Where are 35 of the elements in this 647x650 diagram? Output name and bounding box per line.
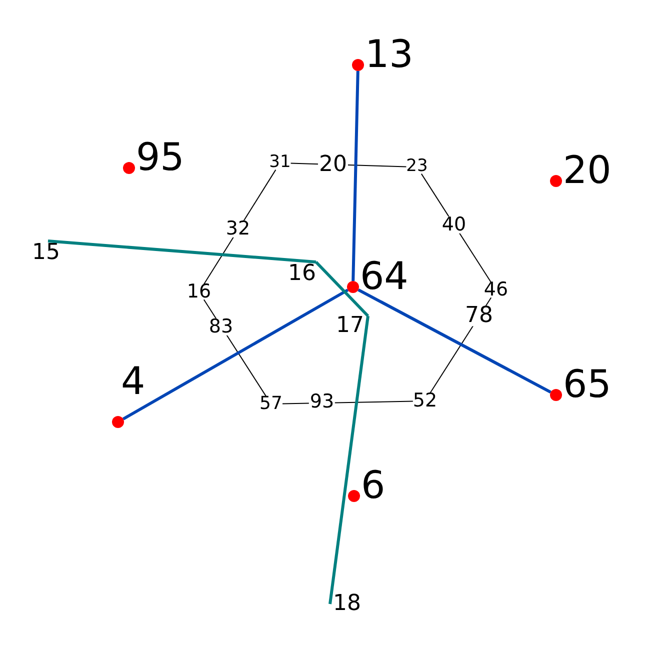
node-label: 15 (32, 244, 60, 262)
node-dot (348, 490, 360, 502)
edge-line (122, 288, 349, 420)
edge-line (358, 288, 552, 394)
node-label: 16 (186, 284, 212, 300)
node-dot (347, 281, 359, 293)
node-label: 65 (563, 369, 612, 400)
node-dot (550, 389, 562, 401)
edge-label: 93 (308, 393, 336, 411)
node-label: 6 (361, 470, 386, 500)
edge-line (328, 316, 370, 604)
node-dot (550, 175, 562, 187)
node-label: 57 (260, 396, 282, 412)
node-dot (112, 416, 124, 428)
node-dot (352, 59, 364, 71)
node-label: 20 (563, 155, 612, 186)
edge-line (48, 240, 316, 264)
edge-line (352, 70, 360, 282)
node-label: 46 (484, 282, 508, 298)
edge-label: 40 (440, 216, 468, 234)
node-label: 52 (412, 393, 438, 409)
node-label: 17 (336, 317, 364, 335)
edge-label: 78 (464, 306, 494, 326)
node-dot (123, 162, 135, 174)
node-label: 23 (406, 160, 428, 174)
node-label: 16 (288, 265, 316, 283)
edge-line (314, 260, 370, 318)
node-label: 95 (136, 142, 184, 172)
edge-label: 83 (208, 318, 234, 336)
node-label: 18 (333, 595, 361, 613)
node-label: 4 (121, 366, 146, 396)
node-label: 31 (269, 156, 291, 170)
edge-label: 32 (224, 220, 252, 238)
node-label: 64 (360, 261, 408, 292)
node-label: 13 (365, 39, 414, 70)
